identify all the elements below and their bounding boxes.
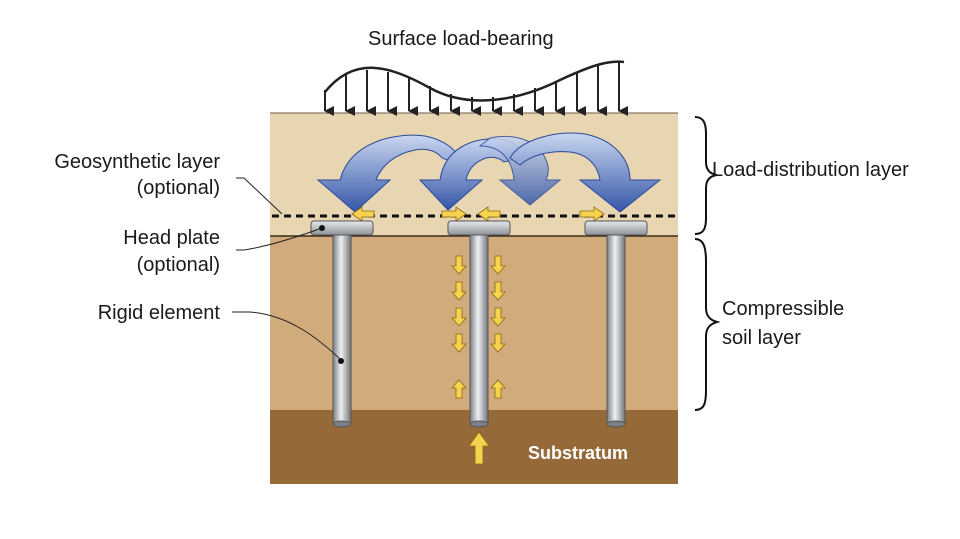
head-plate-middle (447, 220, 511, 236)
pile-right (584, 220, 648, 428)
geosynthetic-leader (236, 177, 283, 215)
arching-arrows (316, 132, 662, 213)
compressible-label-line1: Compressible (722, 298, 845, 320)
rigid-element-dot (338, 358, 344, 364)
upward-arrow-left (451, 379, 467, 399)
surface-load-arrows (324, 60, 628, 116)
upward-arrow-right (490, 379, 506, 399)
load-distribution-label: Load-distribution layer (712, 159, 909, 181)
brace-compressible (694, 238, 721, 411)
head-plate-label-line2: (optional) (136, 254, 220, 276)
arch-arrow-left (316, 134, 463, 213)
lateral-arrow-4 (579, 206, 605, 222)
compressible-label-line2: soil layer (722, 327, 801, 349)
pile-left (310, 220, 374, 428)
rigid-element-label: Rigid element (97, 302, 220, 324)
load-curve (324, 60, 625, 102)
head-plate-right (584, 220, 648, 236)
rigid-element-leader (232, 311, 342, 361)
substratum-label: Substratum (528, 443, 629, 463)
head-plate-left (310, 220, 374, 236)
lateral-arrow-1 (351, 206, 375, 222)
head-plate-leader (236, 227, 323, 251)
leader-lines (232, 177, 342, 361)
lateral-arrow-3 (477, 206, 501, 222)
geosynthetic-label-line2: (optional) (136, 177, 220, 199)
arch-arrow-mid (418, 138, 523, 211)
head-plate-label-line1: Head plate (123, 227, 220, 249)
lateral-arrow-2 (441, 206, 467, 222)
geosynthetic-label-line1: Geosynthetic layer (54, 151, 220, 173)
friction-arrows (451, 255, 506, 399)
lateral-arrows (351, 206, 605, 222)
pile-middle (447, 220, 511, 428)
toe-reaction-arrow (468, 431, 490, 465)
head-plate-dot (319, 225, 325, 231)
surface-load-label: Surface load-bearing (368, 28, 554, 50)
brace-load-distribution (694, 116, 718, 235)
arch-arrow-right (509, 132, 662, 213)
